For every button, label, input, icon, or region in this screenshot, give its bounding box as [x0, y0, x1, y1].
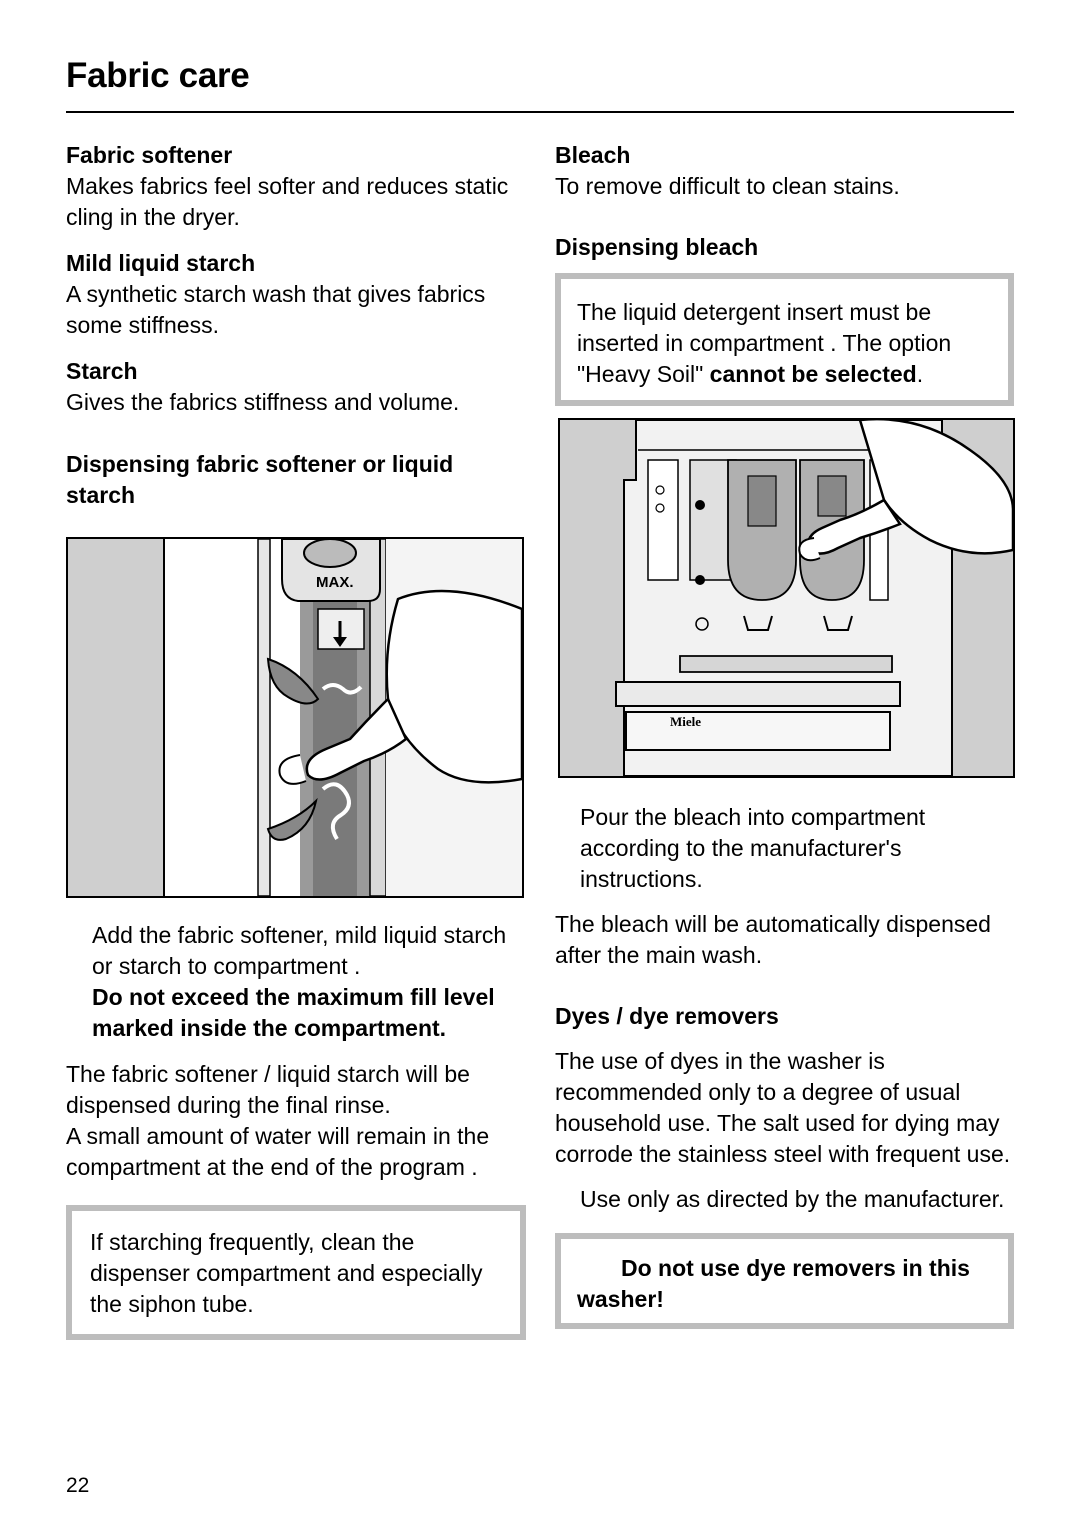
dyes-text: The use of dyes in the washer is recomme…: [555, 1048, 1011, 1167]
fabric-softener-illustration: MAX.: [66, 537, 524, 898]
bleach-section: Bleach To remove difficult to clean stai…: [555, 140, 1015, 202]
dyes-step: Use only as directed by the manufacturer…: [580, 1186, 1005, 1212]
max-fill-label: MAX.: [316, 574, 354, 591]
dyes-heading: Dyes / dye removers: [555, 1003, 779, 1029]
add-softener-step: Add the fabric softener, mild liquid sta…: [66, 920, 528, 1044]
miele-brand-label: Miele: [670, 714, 701, 729]
after-dispense-section: The fabric softener / liquid starch will…: [66, 1059, 528, 1183]
right-column: Bleach To remove difficult to clean stai…: [555, 140, 1015, 1329]
dispensing-fabric-softener-heading: Dispensing fabric softener or liquid sta…: [66, 451, 454, 508]
bleach-auto-dispensed-text: The bleach will be automatically dispens…: [555, 911, 991, 968]
dye-remover-warning: Do not use dye removers in this washer!: [577, 1255, 970, 1312]
dispensing-bleach-heading: Dispensing bleach: [555, 234, 759, 260]
bleach-dispenser-illustration: Miele: [558, 418, 1015, 778]
left-column: Fabric softener Makes fabrics feel softe…: [66, 140, 528, 1340]
cannot-be-selected-text: cannot be selected: [709, 361, 917, 387]
final-rinse-text: The fabric softener / liquid starch will…: [66, 1061, 470, 1118]
water-remains-text: A small amount of water will remain in t…: [66, 1123, 490, 1180]
starching-note-box: If starching frequently, clean the dispe…: [66, 1205, 526, 1340]
add-softener-text: Add the fabric softener, mild liquid sta…: [92, 922, 507, 979]
page-number: 22: [66, 1474, 90, 1497]
fabric-softener-heading: Fabric softener: [66, 142, 233, 168]
starch-heading: Starch: [66, 358, 138, 384]
liquid-insert-note: The liquid detergent insert must be inse…: [577, 297, 992, 390]
starch-section: Starch Gives the fabrics stiffness and v…: [66, 356, 528, 418]
fabric-softener-section: Fabric softener Makes fabrics feel softe…: [66, 140, 528, 233]
mild-liquid-starch-text: A synthetic starch wash that gives fabri…: [66, 281, 486, 338]
mild-liquid-starch-section: Mild liquid starch A synthetic starch wa…: [66, 248, 528, 341]
liquid-insert-note-box: The liquid detergent insert must be inse…: [555, 273, 1014, 406]
liquid-insert-note-text: The liquid detergent insert must be inse…: [577, 299, 952, 387]
page-title: Fabric care: [66, 56, 250, 95]
pour-bleach-step: Pour the bleach into compartment accordi…: [580, 804, 926, 892]
dye-remover-warning-box: Do not use dye removers in this washer!: [555, 1233, 1014, 1329]
max-fill-warning: Do not exceed the maximum fill level mar…: [92, 984, 495, 1041]
liquid-insert-note-end: .: [916, 361, 924, 387]
bleach-text: To remove difficult to clean stains.: [555, 173, 900, 199]
starch-text: Gives the fabrics stiffness and volume.: [66, 389, 460, 415]
title-divider: [66, 111, 1014, 113]
bleach-heading: Bleach: [555, 142, 631, 168]
starching-note-text: If starching frequently, clean the dispe…: [90, 1229, 483, 1317]
fabric-softener-text: Makes fabrics feel softer and reduces st…: [66, 173, 509, 230]
mild-liquid-starch-heading: Mild liquid starch: [66, 250, 256, 276]
